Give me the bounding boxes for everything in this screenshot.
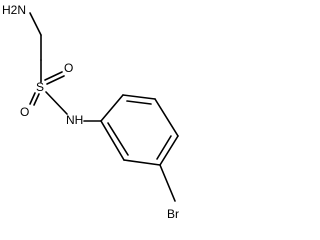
ring-bond-2 <box>122 94 156 100</box>
ring-double-3 <box>107 122 129 156</box>
ring-double-2 <box>156 135 172 160</box>
bonds <box>29 12 179 202</box>
bromine-label: Br <box>167 207 179 221</box>
ring-double-1 <box>126 100 152 105</box>
bond-n-c1 <box>29 12 42 36</box>
ring-bond-1 <box>100 94 124 122</box>
sulfur-label: S <box>36 80 44 94</box>
bond-s-o-top-a <box>44 71 63 81</box>
bond-s-n <box>45 91 68 115</box>
oxygen-top-label: O <box>64 61 73 75</box>
ring-bond-4 <box>159 135 179 166</box>
ring-bond-3 <box>154 98 179 137</box>
bond-s-o-left-a <box>29 92 36 105</box>
sulfonamide-nh-label: NH <box>66 113 83 127</box>
ring-bond-6 <box>100 120 125 161</box>
amine-label: H2N <box>2 3 26 17</box>
ring-bond-5 <box>123 159 161 166</box>
bond-ring-br <box>159 164 176 202</box>
chemical-structure: H2N S O O NH Br <box>2 3 179 221</box>
bond-s-o-left-b <box>33 93 40 106</box>
oxygen-left-label: O <box>20 105 29 119</box>
bond-s-o-top-b <box>46 75 65 85</box>
